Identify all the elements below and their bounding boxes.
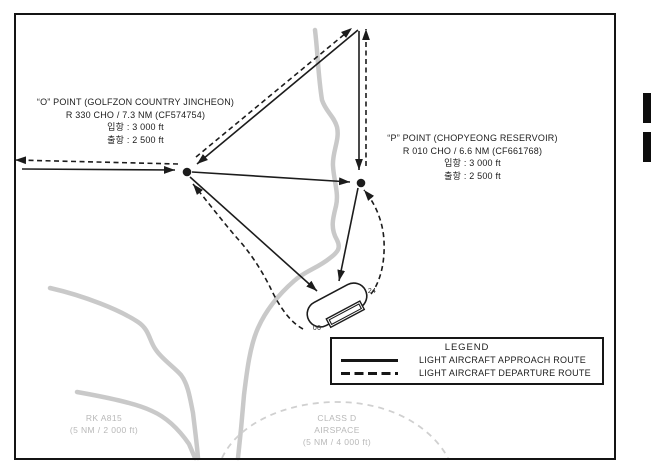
o-point-title: “O” POINT (GOLFZON COUNTRY JINCHEON): [36, 97, 235, 107]
approach-route-o-to-runway: [189, 176, 318, 292]
class-d-airspace-word: AIRSPACE: [314, 424, 360, 435]
class-d-airspace-arc: [221, 401, 449, 459]
o-point-radial: R 330 CHO / 7.3 NM (CF574754): [65, 109, 206, 120]
legend-row-departure: LIGHT AIRCRAFT DEPARTURE ROUTE: [332, 367, 602, 379]
road-line-north: [235, 27, 341, 461]
o-point-departure-altitude: 출항 : 2 500 ft: [107, 134, 164, 145]
approach-route-o-to-p: [191, 171, 351, 186]
p-point-arrival-altitude: 입항 : 3 000 ft: [444, 158, 501, 169]
legend-title: LEGEND: [444, 342, 490, 353]
road-line-southwest: [74, 389, 198, 461]
approach-route-ne-to-o: [196, 29, 359, 165]
p-point-label-block: “P” POINT (CHOPYEONG RESERVOIR) R 010 CH…: [370, 132, 575, 182]
p-point-radial: R 010 CHO / 6.6 NM (CF661768): [402, 145, 543, 156]
class-d-limits: (5 NM / 4 000 ft): [302, 436, 372, 447]
road-line-west: [47, 285, 201, 461]
right-edge-mark-bottom: [643, 132, 651, 162]
runway-strip-outer: [325, 300, 366, 329]
rk-a815-label-block: RK A815 (5 NM / 2 000 ft): [34, 413, 174, 437]
o-point-arrival-altitude: 입항 : 3 000 ft: [107, 122, 164, 133]
solid-line-swatch: [341, 358, 398, 362]
departure-route-o-to-west: [14, 156, 179, 165]
runway-threshold-06: 06: [312, 325, 322, 332]
departure-route-runway-to-p: [363, 189, 385, 295]
runway-threshold-24: 24: [367, 288, 377, 295]
p-waypoint-dot: [356, 178, 366, 188]
legend-departure-label: LIGHT AIRCRAFT DEPARTURE ROUTE: [419, 368, 591, 378]
dashed-line-swatch: [341, 371, 398, 375]
runway-strip-inner: [328, 303, 363, 326]
p-point-title: “P” POINT (CHOPYEONG RESERVOIR): [387, 133, 558, 143]
chart-border: [14, 13, 616, 460]
p-point-departure-altitude: 출항 : 2 500 ft: [444, 170, 501, 181]
legend-approach-label: LIGHT AIRCRAFT APPROACH ROUTE: [419, 355, 586, 365]
right-edge-mark-top: [643, 93, 651, 123]
o-waypoint-dot: [182, 167, 192, 177]
rk-a815-name: RK A815: [85, 413, 123, 423]
class-d-name: CLASS D: [317, 413, 357, 423]
rk-a815-limits: (5 NM / 2 000 ft): [69, 424, 139, 435]
legend-row-approach: LIGHT AIRCRAFT APPROACH ROUTE: [332, 354, 602, 366]
departure-route-runway-to-o: [192, 183, 304, 330]
o-point-label-block: “O” POINT (GOLFZON COUNTRY JINCHEON) R 3…: [33, 96, 238, 146]
approach-route-p-to-runway: [337, 187, 359, 282]
legend-box: LEGEND LIGHT AIRCRAFT APPROACH ROUTE LIG…: [330, 337, 604, 385]
class-d-label-block: CLASS D AIRSPACE (5 NM / 4 000 ft): [266, 413, 408, 448]
approach-route-west-to-o: [21, 166, 176, 174]
